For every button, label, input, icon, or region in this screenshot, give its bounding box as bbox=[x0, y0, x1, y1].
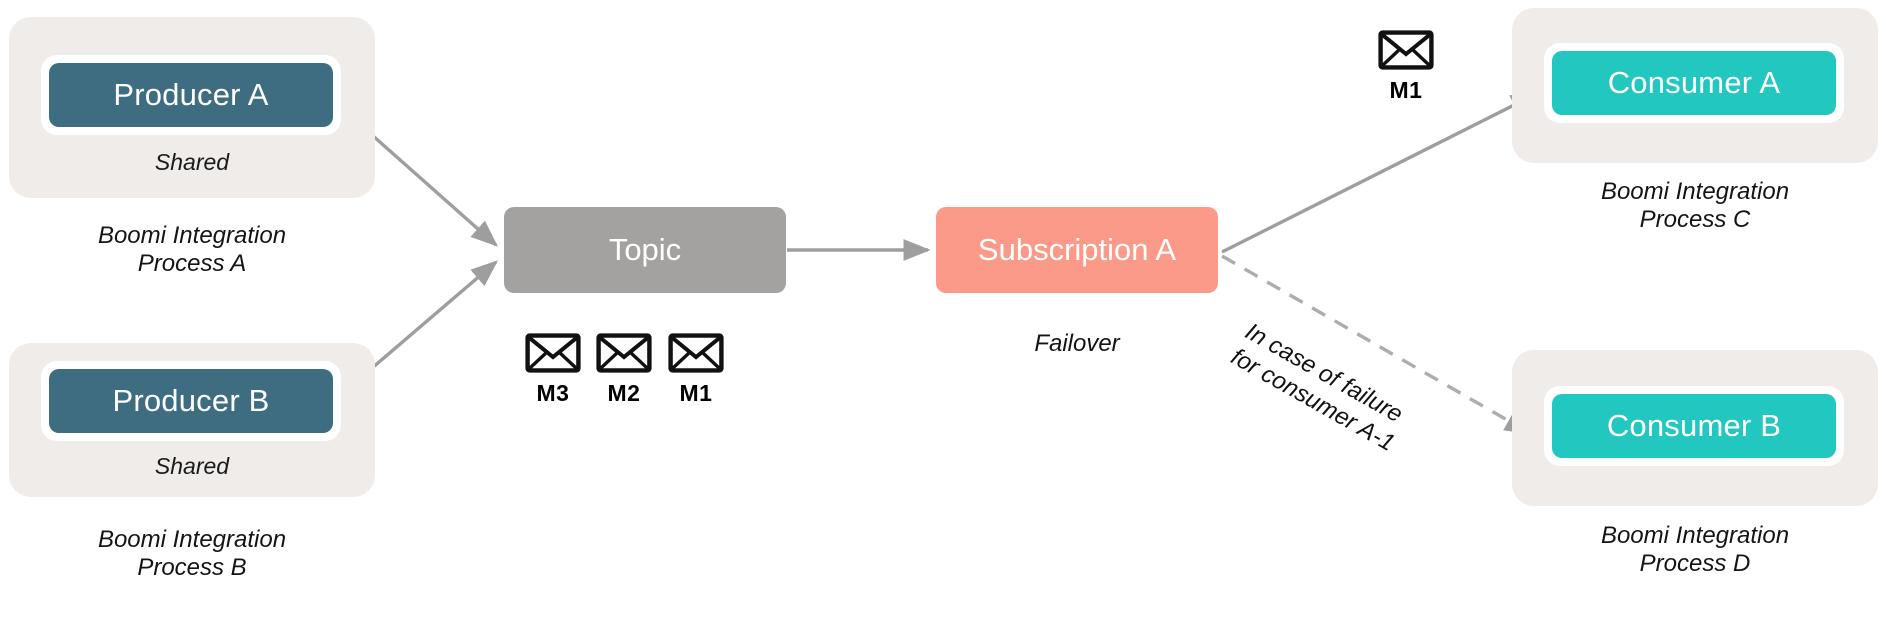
consumer-b-caption: Boomi Integration Process D bbox=[1600, 522, 1790, 578]
edge-subscription-to-consumer-a bbox=[1221, 92, 1539, 254]
subscription-a-box[interactable]: Subscription A bbox=[936, 207, 1218, 293]
producer-b-box[interactable]: Producer B bbox=[49, 369, 333, 433]
envelope-icon bbox=[1378, 30, 1434, 70]
producer-b-badge: Shared bbox=[154, 453, 230, 479]
topic-message-m1: M1 bbox=[668, 333, 724, 407]
producer-a-caption: Boomi Integration Process A bbox=[97, 222, 287, 278]
producer-a-box[interactable]: Producer A bbox=[49, 63, 333, 127]
topic-box[interactable]: Topic bbox=[504, 207, 786, 293]
message-label: M2 bbox=[607, 380, 641, 406]
envelope-icon bbox=[525, 333, 581, 373]
edge-subscription-to-consumer-b-failover bbox=[1221, 254, 1533, 435]
producer-a-inner-frame: Producer A bbox=[41, 55, 341, 135]
producer-b-card: Producer B Shared bbox=[9, 343, 375, 497]
consumer-a-card: Consumer A bbox=[1512, 8, 1878, 163]
delivered-message-m1: M1 bbox=[1378, 30, 1434, 104]
message-label: M1 bbox=[679, 380, 713, 406]
producer-b-caption: Boomi Integration Process B bbox=[97, 526, 287, 582]
consumer-a-label: Consumer A bbox=[1607, 65, 1781, 100]
consumer-a-box[interactable]: Consumer A bbox=[1552, 51, 1836, 115]
consumer-b-inner-frame: Consumer B bbox=[1544, 386, 1844, 466]
topic-message-m2: M2 bbox=[596, 333, 652, 407]
topic-label: Topic bbox=[608, 232, 682, 267]
message-label: M3 bbox=[536, 380, 570, 406]
subscription-a-caption: Failover bbox=[1034, 330, 1120, 357]
envelope-icon bbox=[596, 333, 652, 373]
consumer-b-card: Consumer B bbox=[1512, 350, 1878, 506]
producer-a-label: Producer A bbox=[113, 77, 269, 112]
message-label: M1 bbox=[1389, 77, 1423, 103]
topic-message-m3: M3 bbox=[525, 333, 581, 407]
producer-a-badge: Shared bbox=[154, 149, 230, 175]
consumer-a-inner-frame: Consumer A bbox=[1544, 43, 1844, 123]
subscription-a-label: Subscription A bbox=[977, 232, 1177, 267]
consumer-b-box[interactable]: Consumer B bbox=[1552, 394, 1836, 458]
producer-b-inner-frame: Producer B bbox=[41, 361, 341, 441]
consumer-a-caption: Boomi Integration Process C bbox=[1600, 178, 1790, 234]
producer-a-card: Producer A Shared bbox=[9, 17, 375, 198]
consumer-b-label: Consumer B bbox=[1606, 408, 1782, 443]
envelope-icon bbox=[668, 333, 724, 373]
producer-b-label: Producer B bbox=[112, 383, 270, 418]
